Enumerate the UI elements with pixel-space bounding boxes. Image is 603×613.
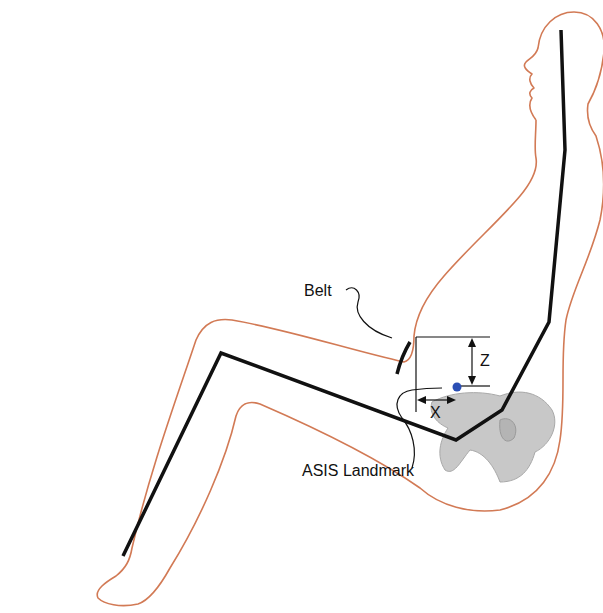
belt-label: Belt <box>302 282 334 300</box>
leader-line <box>346 288 392 338</box>
extension-line <box>416 336 490 337</box>
leader-line <box>397 388 442 468</box>
extension-line <box>415 337 416 412</box>
arrowhead <box>468 376 476 385</box>
asis-landmark-dot <box>453 383 462 392</box>
belt-section <box>397 342 410 374</box>
pelvis-detail <box>500 419 516 441</box>
arrowhead <box>417 396 426 404</box>
extension-line <box>458 385 490 386</box>
dimension-label: Z <box>478 352 492 370</box>
landmark-label: ASIS Landmark <box>300 462 416 480</box>
arrowhead <box>447 396 456 404</box>
skeleton-line <box>123 30 565 556</box>
arrowhead <box>468 338 476 347</box>
dimension-label: X <box>428 404 443 422</box>
body-outline <box>97 12 603 606</box>
z-dimension <box>471 341 472 382</box>
